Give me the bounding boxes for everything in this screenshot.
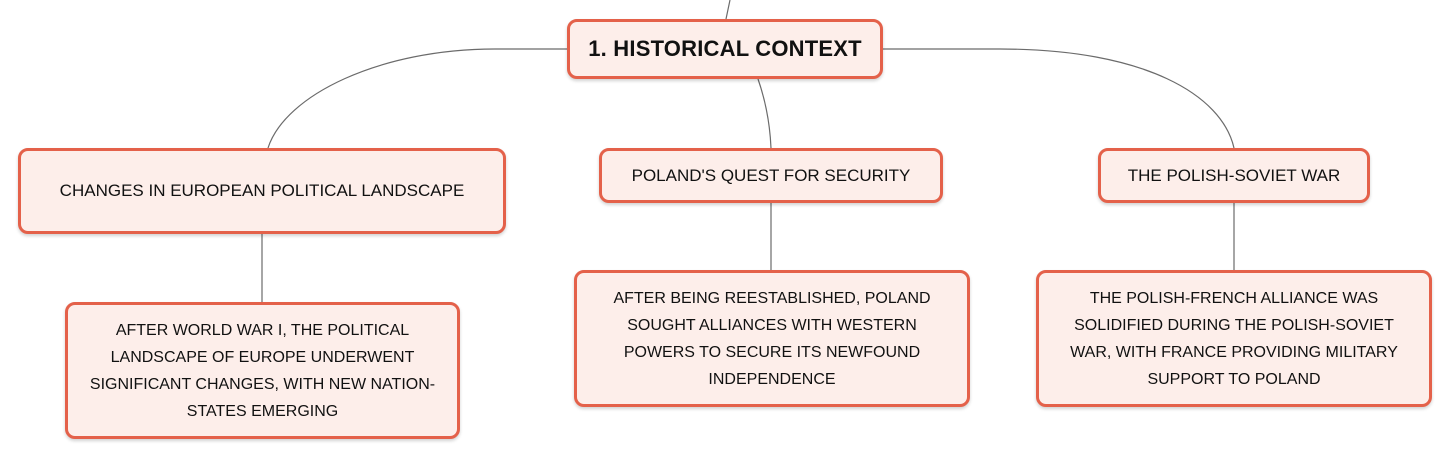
branch-node-label: THE POLISH-SOVIET WAR [1127, 165, 1341, 185]
connector-root-to-branch-1 [267, 48, 567, 149]
branch-node-label: POLAND'S QUEST FOR SECURITY [631, 165, 911, 185]
detail-node-european-landscape[interactable]: AFTER WORLD WAR I, THE POLITICAL LANDSCA… [65, 302, 460, 439]
detail-node-text: AFTER WORLD WAR I, THE POLITICAL LANDSCA… [89, 321, 436, 420]
detail-node-quest-for-security[interactable]: AFTER BEING REESTABLISHED, POLAND SOUGHT… [574, 270, 970, 407]
branch-node-polish-soviet-war[interactable]: THE POLISH-SOVIET WAR [1098, 148, 1370, 203]
branch-node-quest-for-security[interactable]: POLAND'S QUEST FOR SECURITY [599, 148, 943, 203]
connector-root-to-branch-3 [883, 48, 1235, 149]
root-node-label: 1. HISTORICAL CONTEXT [588, 36, 862, 61]
detail-node-text: AFTER BEING REESTABLISHED, POLAND SOUGHT… [613, 289, 931, 388]
branch-node-label: CHANGES IN EUROPEAN POLITICAL LANDSCAPE [59, 181, 465, 200]
connector-root-to-branch-2 [757, 78, 772, 149]
detail-node-polish-soviet-war[interactable]: THE POLISH-FRENCH ALLIANCE WAS SOLIDIFIE… [1036, 270, 1432, 407]
root-node[interactable]: 1. HISTORICAL CONTEXT [567, 19, 883, 79]
branch-node-european-landscape[interactable]: CHANGES IN EUROPEAN POLITICAL LANDSCAPE [18, 148, 506, 234]
connector-incoming [725, 0, 731, 20]
detail-node-text: THE POLISH-FRENCH ALLIANCE WAS SOLIDIFIE… [1070, 289, 1398, 388]
